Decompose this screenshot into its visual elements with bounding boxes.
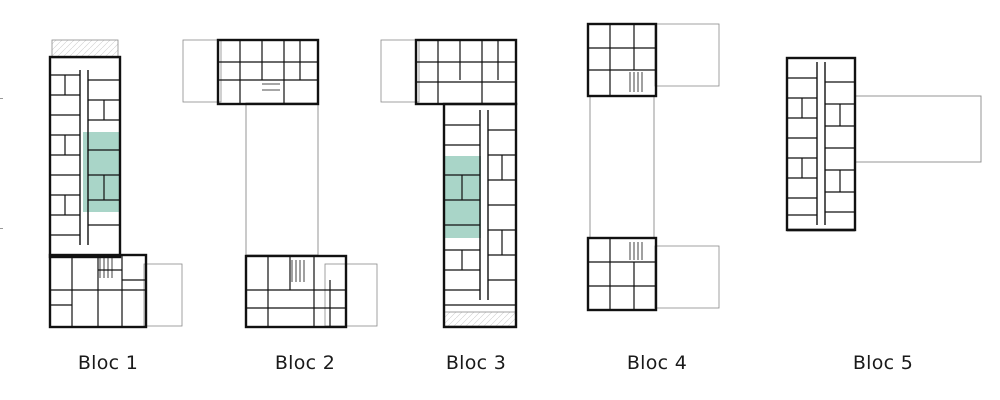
bloc-3-plan [380, 38, 518, 329]
bloc-1-plan [48, 39, 183, 329]
bloc-3-label: Bloc 3 [445, 352, 507, 374]
bloc-5-plan [785, 56, 982, 232]
bloc-2-plan [182, 38, 378, 329]
bloc-1-highlight [83, 132, 119, 212]
bloc-5-label: Bloc 5 [852, 352, 914, 374]
bloc-4-label: Bloc 4 [626, 352, 688, 374]
bloc-2-label: Bloc 2 [274, 352, 336, 374]
margin-tick [0, 228, 3, 229]
margin-tick [0, 98, 3, 99]
bloc-1-label: Bloc 1 [77, 352, 139, 374]
bloc-4-plan [586, 22, 720, 312]
